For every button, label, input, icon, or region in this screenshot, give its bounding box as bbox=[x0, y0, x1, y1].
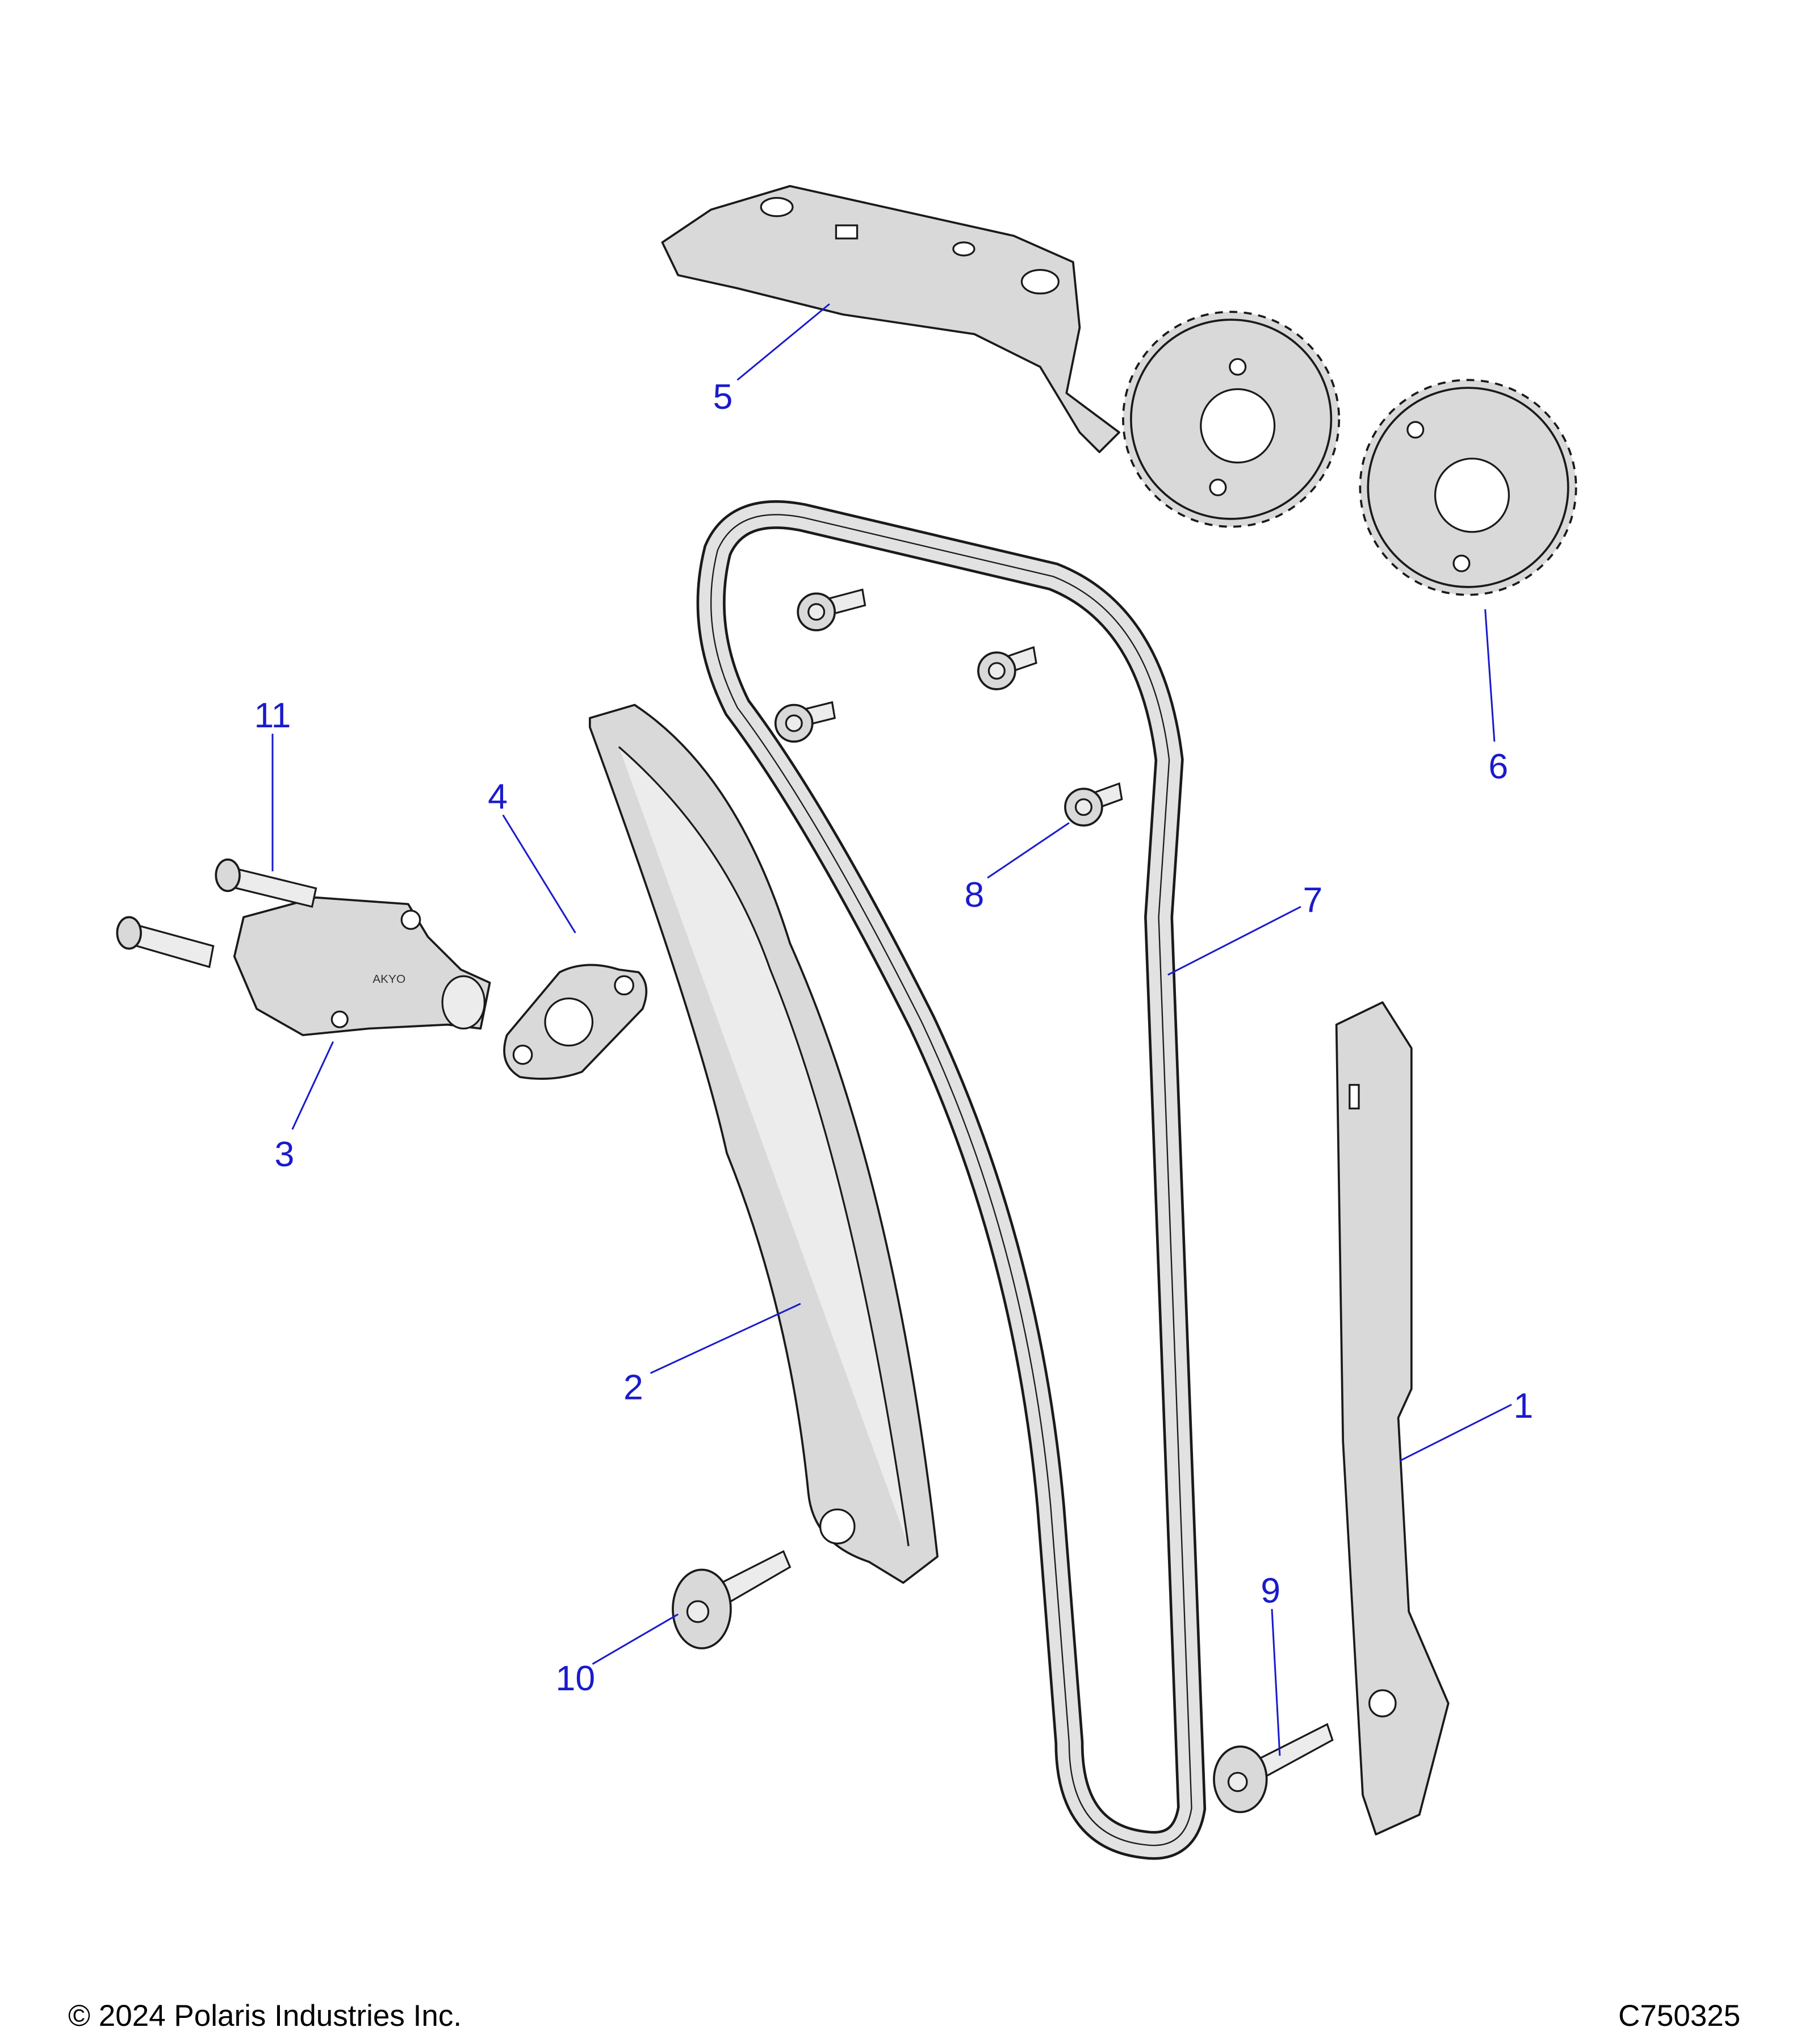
bolt-icon bbox=[116, 916, 215, 969]
bolt-icon bbox=[1064, 782, 1123, 827]
callout-7[interactable]: 7 bbox=[1303, 880, 1322, 920]
fixed-chain-guide bbox=[1335, 1001, 1450, 1836]
callout-10[interactable]: 10 bbox=[556, 1658, 596, 1698]
drawing-id: C750325 bbox=[1618, 1999, 1741, 2033]
callout-3[interactable]: 3 bbox=[274, 1134, 294, 1174]
upper-chain-guide bbox=[661, 185, 1120, 453]
bolt-icon bbox=[215, 858, 317, 908]
sprocket-bolts bbox=[774, 588, 1123, 827]
bolt-icon bbox=[774, 701, 836, 743]
callout-4[interactable]: 4 bbox=[488, 777, 508, 816]
copyright-text: © 2024 Polaris Industries Inc. bbox=[68, 1999, 462, 2033]
bolt-icon bbox=[977, 646, 1037, 690]
chain-tensioner: AKYO bbox=[233, 896, 491, 1036]
pivot-bolt bbox=[672, 1550, 792, 1649]
timing-chain bbox=[696, 500, 1207, 1860]
tensioner-marking: AKYO bbox=[372, 973, 405, 986]
callout-2[interactable]: 2 bbox=[623, 1368, 643, 1408]
tensioner-bolts bbox=[116, 858, 317, 969]
bolt-icon bbox=[797, 588, 866, 631]
leader-lines bbox=[271, 303, 1512, 1756]
camshaft-sprocket-right bbox=[1359, 379, 1577, 596]
tensioner-guide bbox=[588, 703, 939, 1584]
callout-9[interactable]: 9 bbox=[1261, 1570, 1280, 1610]
gasket bbox=[503, 964, 648, 1080]
callout-5[interactable]: 5 bbox=[713, 377, 733, 417]
guide-bolt bbox=[1213, 1723, 1334, 1813]
camshaft-sprocket-left bbox=[1122, 311, 1341, 528]
callout-1[interactable]: 1 bbox=[1513, 1386, 1533, 1426]
callout-6[interactable]: 6 bbox=[1488, 747, 1508, 786]
callout-11[interactable]: 11 bbox=[254, 696, 291, 735]
callout-8[interactable]: 8 bbox=[965, 875, 985, 915]
